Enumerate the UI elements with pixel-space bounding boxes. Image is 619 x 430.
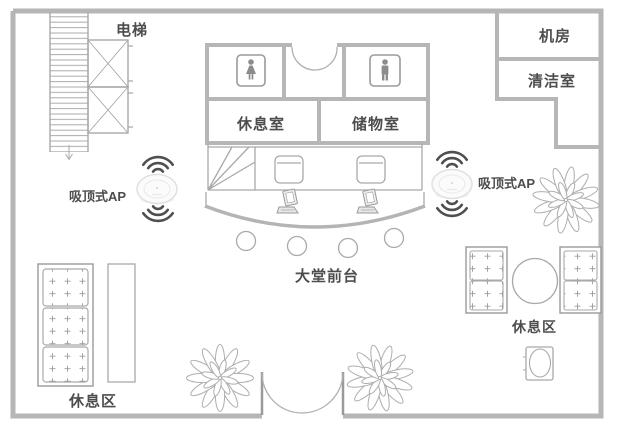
wifi-signal-icon: [142, 155, 174, 173]
double-door-icon: [291, 46, 338, 71]
plant-icon: [526, 160, 606, 240]
wifi-signal-icon: [435, 150, 469, 168]
table-icon: [107, 263, 136, 383]
label-cleaning-room: 清洁室: [528, 73, 577, 90]
computer-icon: [356, 188, 379, 214]
label-storage-room: 储物室: [352, 116, 401, 133]
desk-chair-icon: [356, 155, 386, 184]
ceiling-ap-device: [136, 173, 178, 205]
ceiling-ap-device: [431, 168, 473, 200]
reception-desk: [205, 143, 425, 208]
entrance-double-door-icon: [260, 372, 345, 415]
label-lounge-room: 休息室: [237, 116, 286, 133]
stairs-icon: [49, 12, 89, 161]
label-ceiling-ap-left: 吸顶式AP: [69, 189, 127, 204]
label-rest-area-left: 休息区: [69, 393, 118, 410]
wifi-signal-icon: [435, 200, 469, 218]
elevator-shaft-icon: [87, 39, 133, 134]
label-rest-area-right: 休息区: [512, 319, 557, 335]
computer-icon: [276, 188, 299, 214]
label-elevator: 电梯: [116, 22, 149, 39]
label-machine-room: 机房: [539, 28, 572, 45]
wifi-signal-icon: [142, 205, 174, 223]
woman-restroom-icon: [236, 54, 266, 87]
guest-stool-icon: [235, 227, 405, 259]
outer-walls: [10, 8, 604, 419]
restroom-block-walls: [205, 43, 430, 145]
plant-icon: [186, 344, 254, 412]
plant-icon: [337, 335, 423, 421]
table-icon: [511, 257, 559, 305]
sofa-icon: [465, 246, 508, 314]
ceiling-ap-left: [136, 155, 178, 223]
man-restroom-icon: [369, 54, 401, 87]
ceiling-ap-right: [431, 150, 473, 218]
sofa-icon: [559, 246, 602, 314]
sofa-icon: [37, 263, 94, 387]
machine-cleaning-room-walls: [495, 11, 601, 149]
label-front-desk: 大堂前台: [295, 268, 360, 285]
desk-chair-icon: [274, 155, 304, 184]
desk-counter-curve: [204, 204, 426, 229]
label-ceiling-ap-right: 吸顶式AP: [478, 176, 536, 191]
armchair-icon: [523, 346, 554, 381]
